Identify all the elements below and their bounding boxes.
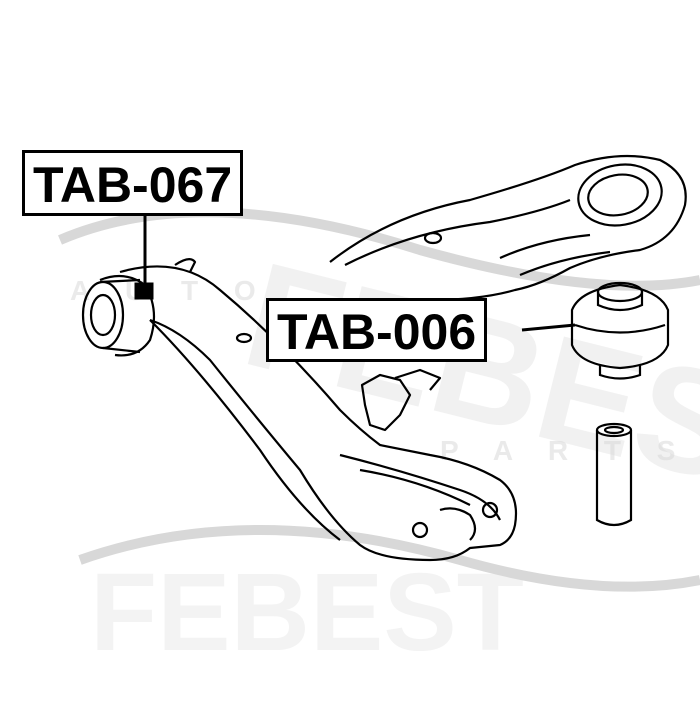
leader-line-006 [521,323,576,332]
part-number-label-right: TAB-006 [266,298,488,362]
leader-lines [134,216,576,332]
watermark-brand: FEBEST [230,230,700,536]
bushing-sleeve [595,422,633,527]
upper-arm-outline [329,154,687,302]
watermark-brand-lower: FEBEST [90,551,524,674]
left-bushing [81,274,156,357]
lower-control-arm [119,258,518,562]
watermark-swoosh-bottom [78,525,700,592]
leader-marker-067 [134,282,154,300]
part-number-label-left: TAB-067 [22,150,244,216]
right-bushing [570,281,670,380]
watermark-parts-text: P A R T S [440,435,689,466]
